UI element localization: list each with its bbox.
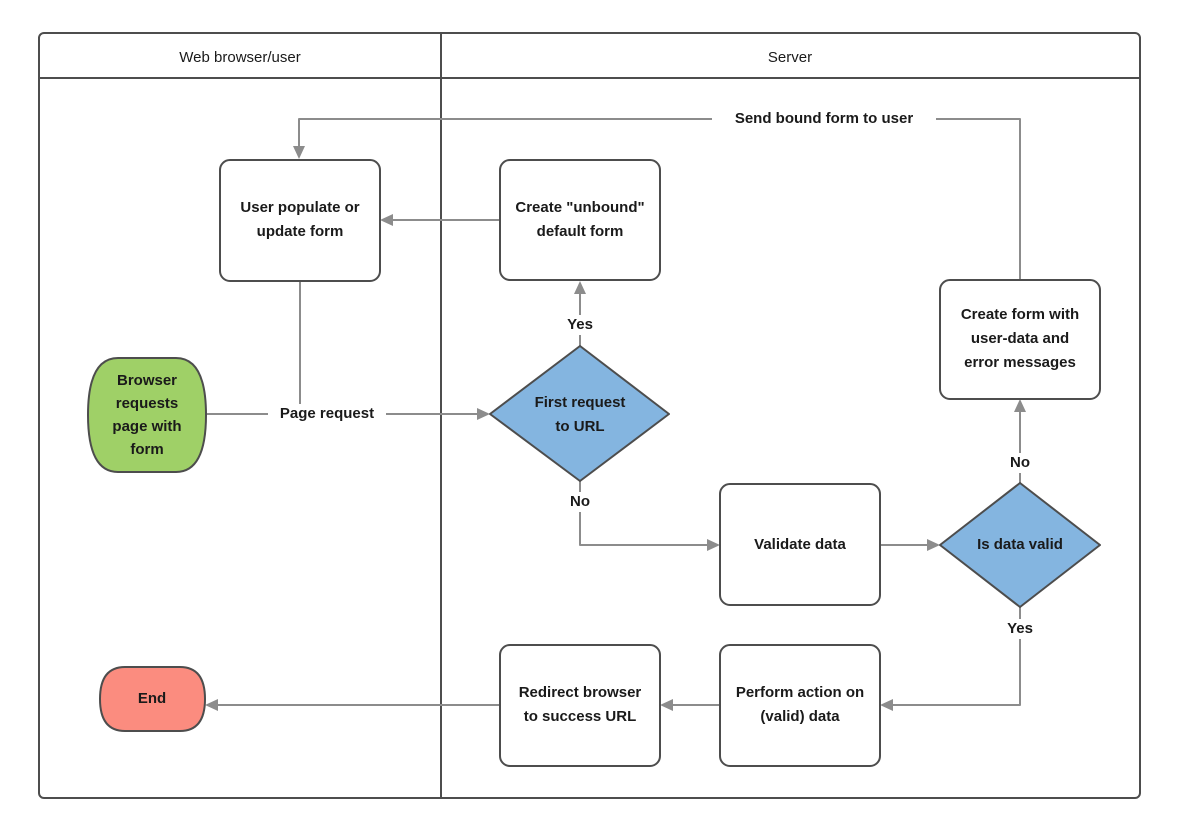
node-create-unbound-label-line2: default form xyxy=(537,223,624,240)
edge-label-first-request-no: No xyxy=(570,493,590,510)
node-first-request-shape[interactable] xyxy=(489,345,670,482)
node-create-form-errors-label-line1: Create form with xyxy=(961,306,1079,323)
node-first-request-label-line2: to URL xyxy=(555,418,604,435)
node-validate-data-label-line1: Validate data xyxy=(754,536,846,553)
swimlane-frame xyxy=(38,32,1141,799)
edge-first-request-no-line xyxy=(579,481,711,546)
edge-label-valid-no-bg xyxy=(1003,453,1037,473)
edge-valid-no-arrowhead xyxy=(1014,399,1026,412)
node-browser-requests-label-line3: page with xyxy=(112,418,181,435)
edge-label-send-bound-form-bg xyxy=(712,109,936,129)
lane-title-server: Server xyxy=(768,49,812,66)
node-create-unbound[interactable]: Create "unbound" default form xyxy=(499,159,661,281)
node-end-label: End xyxy=(138,690,166,707)
edge-send-bound-form-arrowhead xyxy=(293,146,305,159)
node-browser-requests[interactable]: Browser requests page with form xyxy=(86,357,208,473)
node-create-form-errors-shape[interactable] xyxy=(939,279,1101,400)
node-create-form-errors-label-line2: user-data and xyxy=(971,330,1069,347)
node-redirect-browser-label-line1: Redirect browser xyxy=(519,684,642,701)
edge-label-page-request: Page request xyxy=(280,405,374,422)
node-redirect-browser[interactable]: Redirect browser to success URL xyxy=(499,644,661,767)
edge-validate-to-valid-arrowhead xyxy=(927,539,940,551)
edge-label-valid-yes: Yes xyxy=(1007,620,1033,637)
node-user-populate-shape[interactable] xyxy=(219,159,381,282)
swimlane-outer-border xyxy=(38,32,1141,799)
node-user-populate-label-line2: update form xyxy=(257,223,344,240)
edge-first-request-yes-arrowhead xyxy=(574,281,586,294)
edge-valid-yes-arrowhead xyxy=(880,699,893,711)
node-create-form-errors-label-line3: error messages xyxy=(964,354,1076,371)
node-perform-action[interactable]: Perform action on (valid) data xyxy=(719,644,881,767)
node-perform-action-label-line2: (valid) data xyxy=(760,708,840,725)
node-perform-action-label-line1: Perform action on xyxy=(736,684,864,701)
edge-unbound-to-user-arrowhead xyxy=(380,214,393,226)
node-end-shape[interactable] xyxy=(98,666,207,732)
edge-perform-to-redirect-arrowhead xyxy=(660,699,673,711)
node-user-populate[interactable]: User populate or update form xyxy=(219,159,381,282)
node-perform-action-shape[interactable] xyxy=(719,644,881,767)
node-redirect-browser-shape[interactable] xyxy=(499,644,661,767)
node-browser-requests-label-line1: Browser xyxy=(117,372,177,389)
node-create-unbound-shape[interactable] xyxy=(499,159,661,281)
node-is-data-valid-shape[interactable] xyxy=(939,482,1101,608)
node-is-data-valid[interactable]: Is data valid xyxy=(939,482,1101,608)
node-is-data-valid-label-line1: Is data valid xyxy=(977,536,1063,553)
edge-label-page-request-bg xyxy=(268,404,386,424)
edge-send-bound-form-line xyxy=(298,118,1021,280)
node-browser-requests-label-line2: requests xyxy=(116,395,179,412)
edge-label-first-request-yes-bg xyxy=(562,315,598,335)
node-browser-requests-label-line4: form xyxy=(130,441,163,458)
node-end[interactable]: End xyxy=(98,666,207,732)
edge-label-valid-no: No xyxy=(1010,454,1030,471)
node-create-form-errors[interactable]: Create form with user-data and error mes… xyxy=(939,279,1101,400)
edge-label-send-bound-form: Send bound form to user xyxy=(735,110,913,127)
node-validate-data[interactable]: Validate data xyxy=(719,483,881,606)
node-validate-data-shape[interactable] xyxy=(719,483,881,606)
edge-first-request-no-arrowhead xyxy=(707,539,720,551)
edge-label-first-request-no-bg xyxy=(563,492,597,512)
edge-label-first-request-yes: Yes xyxy=(567,316,593,333)
edge-valid-yes-line xyxy=(891,607,1021,706)
edge-redirect-to-end-arrowhead xyxy=(205,699,218,711)
node-browser-requests-shape[interactable] xyxy=(86,357,208,473)
node-create-unbound-label-line1: Create "unbound" xyxy=(515,199,644,216)
node-first-request[interactable]: First request to URL xyxy=(489,345,670,482)
edge-labels-layer: Send bound form to user Page request Yes… xyxy=(268,109,1038,639)
edge-label-valid-yes-bg xyxy=(1002,619,1038,639)
node-first-request-label-line1: First request xyxy=(535,394,626,411)
node-user-populate-label-line1: User populate or xyxy=(240,199,359,216)
edge-page-request-arrowhead xyxy=(477,408,490,420)
node-redirect-browser-label-line2: to success URL xyxy=(524,708,637,725)
lane-title-web-browser-user: Web browser/user xyxy=(179,49,300,66)
